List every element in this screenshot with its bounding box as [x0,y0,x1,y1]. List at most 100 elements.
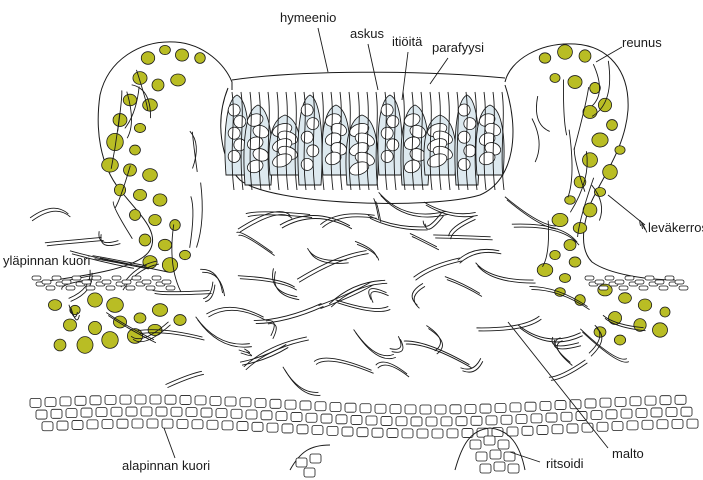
algal-cell [180,250,191,259]
cortex-cell [381,416,392,425]
hypha [282,219,352,229]
hypha [412,283,423,305]
algal-cell [559,274,570,283]
cortex-cell [525,402,536,411]
hypha [551,363,587,380]
algal-cell [88,293,103,307]
cortex-cell [675,395,686,404]
cortex-cell [411,417,422,426]
cortex-cell [627,421,638,430]
ascus [378,95,402,175]
cortex-cell [132,276,141,280]
algal-cell [127,329,142,344]
label-hymeenio: hymeenio [280,10,336,25]
cortex-cell [216,409,227,418]
cortex-cell [625,276,634,280]
hypha [307,248,346,260]
cortex-cell [546,413,557,422]
cortex-cell [135,395,146,404]
cortex-cell [327,426,338,435]
algal-cell [149,214,161,225]
hypha [198,320,252,347]
cortex-cell [120,395,131,404]
label-reunus: reunus [622,35,662,50]
algal-cell [583,153,598,168]
algal-cell [539,53,551,63]
cortex-cell [142,280,151,284]
margin-hypha [532,118,539,162]
algal-cell [652,323,667,337]
hypha [165,371,201,384]
cortex-cell [86,286,95,290]
rhizine-cell [480,464,491,473]
cortex-cell [516,415,527,424]
cortex-cell [435,405,446,414]
cortex-cell [417,429,428,438]
algal-cell [614,335,625,345]
cortex-cell [655,280,664,284]
hypha [476,316,539,328]
cortex-cell [270,399,281,408]
cortex-cell [465,404,476,413]
cortex-cell [60,397,71,406]
algal-cell [77,337,93,354]
cortex-cell [456,417,467,426]
algal-cell [608,312,621,325]
cortex-cell [679,286,688,290]
cortex-cell [45,398,56,407]
cortex-cell [30,398,41,407]
cortex-cell [300,401,311,410]
algal-cell [195,53,206,64]
hypha [410,234,437,247]
algal-cell [152,304,167,317]
algal-cell [619,293,632,304]
cortex-cell [297,425,308,434]
cortex-cell [141,407,152,416]
hypha [458,249,500,260]
cortex-cell [567,424,578,433]
cortex-cell [606,410,617,419]
cortex-cell [510,403,521,412]
hypha [101,234,120,245]
algal-cell [590,82,601,93]
algal-cell [152,79,164,91]
cortex-cell [441,417,452,426]
cortex-cell [62,280,71,284]
cortex-cell [665,276,674,280]
cortex-cell [237,422,248,431]
cortex-cell [102,280,111,284]
cortex-cell [681,407,692,416]
ascus [476,105,504,175]
cortex-cell [162,419,173,428]
cortex-cell [672,419,683,428]
cortex-cell [507,427,518,436]
cortex-cell [51,409,62,418]
label-askus: askus [350,26,384,41]
algal-cell [141,52,154,65]
cortex-cell [117,419,128,428]
rhizine-cell [476,452,487,461]
cortex-cell [102,419,113,428]
cortex-cell [675,280,684,284]
margin-hypha [568,130,572,198]
hypha [381,195,448,217]
cortex-cell [152,276,161,280]
hypha [318,282,371,306]
hypha [371,292,389,303]
cortex-cell [82,280,91,284]
cortex-cell [81,408,92,417]
cortex-cell [111,407,122,416]
cortex-cell [285,400,296,409]
cortex-cell [615,280,624,284]
cortex-cell [540,401,551,410]
cortex-cell [225,397,236,406]
cortex-cell [450,405,461,414]
cortex-cell [366,416,377,425]
rhizine-cell [508,464,519,473]
cortex-cell [642,420,653,429]
algal-cell [171,74,186,86]
cortex-cell [210,396,221,405]
cortex-cell [375,404,386,413]
cortex-cell [165,395,176,404]
label-ritsoidi: ritsoidi [546,456,584,471]
